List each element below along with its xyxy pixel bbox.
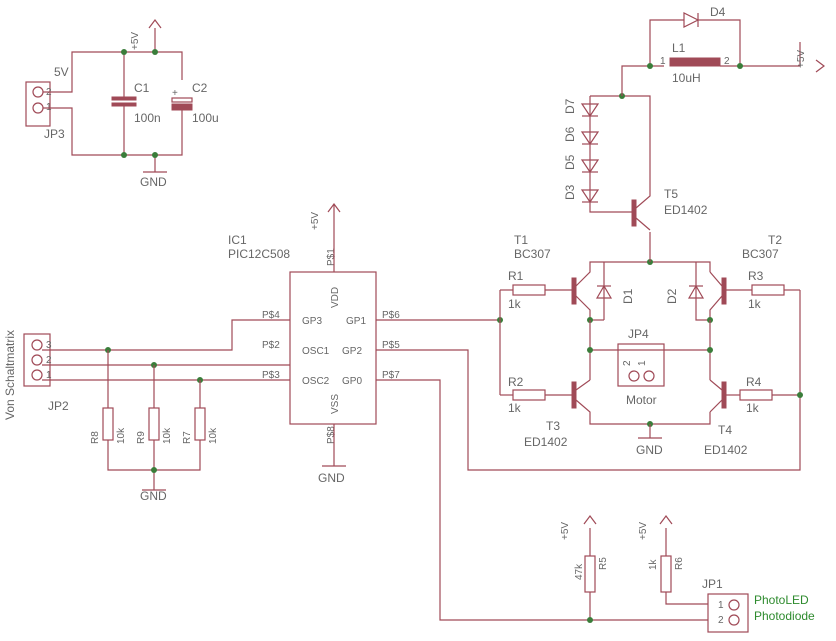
svg-text:10k: 10k [116,427,127,444]
ic1-part: PIC12C508 [228,247,290,261]
jp2-section: 3 2 1 JP2 Von Schaltmatrix GND R8 10k R9… [3,319,290,503]
svg-text:10uH: 10uH [672,71,701,85]
svg-text:ED1402: ED1402 [524,435,568,449]
svg-text:2: 2 [622,360,633,366]
svg-text:T2: T2 [768,233,782,247]
svg-text:ED1402: ED1402 [664,203,708,217]
svg-text:1: 1 [660,56,666,67]
svg-text:R5: R5 [598,557,609,570]
vcc-label-power: +5V [130,32,141,50]
svg-text:+5V: +5V [560,522,571,540]
svg-text:GP3: GP3 [302,316,322,327]
jp2-connector [23,333,51,387]
svg-text:P$3: P$3 [262,370,280,381]
svg-text:P$4: P$4 [262,310,280,321]
svg-text:JP1: JP1 [702,577,723,591]
svg-text:+5V: +5V [310,212,321,230]
photoled-label: PhotoLED [754,593,809,607]
jp4-motor-connector [617,343,665,387]
svg-text:1k: 1k [746,401,760,415]
svg-text:D2: D2 [665,288,679,304]
svg-text:2: 2 [46,355,52,366]
svg-text:GND: GND [636,443,663,457]
svg-text:R8: R8 [90,431,101,444]
c1-label: C1 [134,81,150,95]
svg-text:D7: D7 [563,98,577,114]
c2-value: 100u [192,111,219,125]
power-section: 2 1 5V JP3 C1 100n + C2 100u +5V GND [25,19,219,189]
svg-text:+5V: +5V [796,50,807,68]
svg-text:P$8: P$8 [326,426,337,444]
jp2-label: JP2 [48,399,69,413]
svg-text:3: 3 [46,340,52,351]
upper-supply: T5 ED1402 D7 D6 D5 D3 D4 1 2 L1 10uH [563,5,825,262]
ic1: IC1 PIC12C508 GP3 GP1 OSC1 GP2 OSC2 GP0 … [228,203,400,485]
svg-text:D1: D1 [621,288,635,304]
jp1-connector [707,593,749,633]
svg-text:L1: L1 [672,41,686,55]
svg-text:1k: 1k [648,558,659,570]
svg-text:R2: R2 [508,375,524,389]
svg-text:D3: D3 [563,184,577,200]
svg-text:VDD: VDD [330,287,341,308]
svg-text:GP0: GP0 [342,376,362,387]
svg-text:GND: GND [318,471,345,485]
svg-text:BC307: BC307 [742,247,779,261]
von-schaltmatrix-label: Von Schaltmatrix [3,330,17,420]
svg-text:GP1: GP1 [346,316,366,327]
svg-text:1k: 1k [748,297,762,311]
svg-text:+: + [172,88,178,99]
svg-text:OSC2: OSC2 [302,376,330,387]
svg-text:GND: GND [140,489,167,503]
svg-text:D5: D5 [563,154,577,170]
svg-text:T5: T5 [664,187,678,201]
svg-text:VSS: VSS [330,394,341,414]
svg-text:R1: R1 [508,269,524,283]
svg-text:1k: 1k [508,401,522,415]
h-bridge: R1 1k R2 1k T1 BC307 D1 T2 BC307 D2 [499,233,803,457]
svg-text:10k: 10k [208,427,219,444]
svg-text:R4: R4 [746,375,762,389]
svg-text:P$7: P$7 [382,370,400,381]
svg-text:GP2: GP2 [342,346,362,357]
svg-text:T1: T1 [514,233,528,247]
c1-value: 100n [134,111,161,125]
svg-text:ED1402: ED1402 [704,443,748,457]
ic-output-wires [376,290,801,621]
svg-text:OSC1: OSC1 [302,346,330,357]
svg-text:1k: 1k [508,297,522,311]
svg-text:P$1: P$1 [326,248,337,266]
jp3-label: JP3 [44,127,65,141]
gnd-label-power: GND [140,175,167,189]
svg-text:BC307: BC307 [514,247,551,261]
svg-text:1: 1 [46,370,52,381]
ic1-label: IC1 [228,233,247,247]
photo-section: +5V 47k R5 +5V 1k R6 1 2 JP1 PhotoLED Ph… [560,515,815,633]
svg-text:1: 1 [637,360,648,366]
svg-text:P$6: P$6 [382,310,400,321]
svg-text:10k: 10k [162,427,173,444]
jp3-connector [25,81,51,127]
svg-text:Motor: Motor [626,393,657,407]
svg-text:47k: 47k [574,563,585,580]
svg-text:2: 2 [718,615,724,626]
svg-text:JP4: JP4 [628,327,649,341]
svg-text:D4: D4 [710,5,726,19]
svg-text:R9: R9 [136,431,147,444]
photodiode-label: Photodiode [754,609,815,623]
svg-text:R7: R7 [182,431,193,444]
svg-text:T4: T4 [718,423,732,437]
svg-text:P$2: P$2 [262,340,280,351]
svg-text:R3: R3 [748,269,764,283]
c2-label: C2 [192,81,208,95]
svg-text:D6: D6 [563,126,577,142]
svg-text:R6: R6 [674,557,685,570]
svg-text:2: 2 [724,56,730,67]
svg-text:P$5: P$5 [382,340,400,351]
svg-text:+5V: +5V [638,522,649,540]
svg-text:T3: T3 [546,419,560,433]
svg-text:1: 1 [718,600,724,611]
jp3-5v-label: 5V [54,65,69,79]
